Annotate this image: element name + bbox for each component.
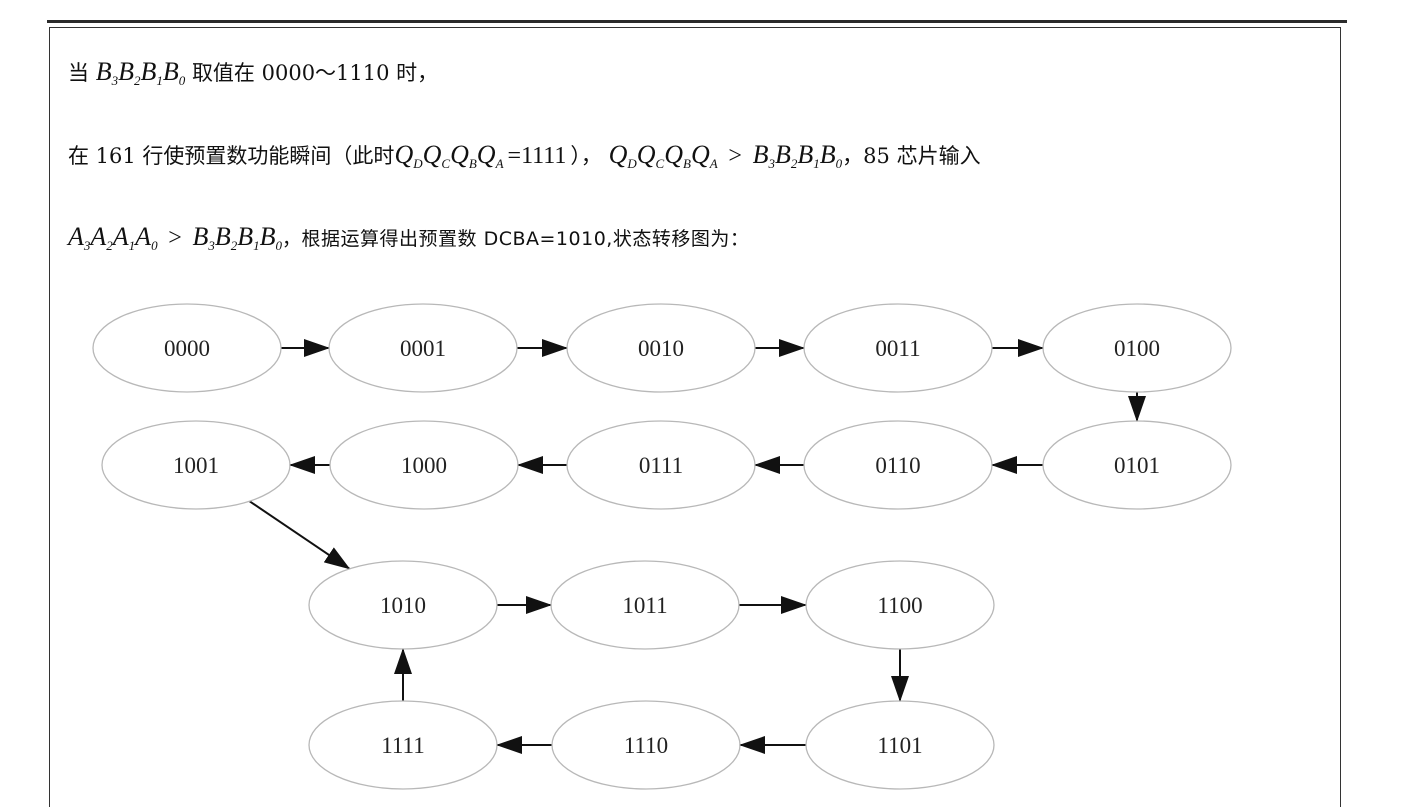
state-label: 0110 (875, 453, 920, 478)
line2-gt: > (728, 143, 742, 169)
state-ellipse (92, 303, 282, 393)
state-node-0110: 0110 (803, 420, 993, 510)
state-node-1101: 1101 (805, 700, 995, 790)
state-node-0100: 0100 (1042, 303, 1232, 393)
state-label: 0001 (400, 336, 446, 361)
state-label: 0010 (638, 336, 684, 361)
var-qc: QC (422, 140, 451, 171)
state-label: 1100 (877, 593, 922, 618)
state-ellipse (1042, 303, 1232, 393)
state-ellipse (550, 560, 740, 650)
state-ellipse (1042, 420, 1232, 510)
line2-paren-close: ）， (570, 144, 602, 168)
state-ellipse (308, 560, 498, 650)
state-node-0111: 0111 (566, 420, 756, 510)
content-frame (49, 27, 1341, 807)
text-line-3: A3A2A1A0 > B3B2B1B0，根据运算得出预置数 DCBA=1010,… (68, 222, 749, 254)
var-qc-2: QC (636, 140, 665, 171)
var-b0-2: B0 (819, 140, 843, 171)
state-ellipse (566, 303, 756, 393)
var-qa-2: QA (690, 140, 718, 171)
state-ellipse (805, 700, 995, 790)
text-line-2: 在 161 行使预置数功能瞬间（此时QDQCQBQA=1111）， QDQCQB… (68, 140, 981, 171)
state-ellipse (101, 420, 291, 510)
var-a1: A1 (112, 222, 136, 253)
transition-arrows (248, 339, 1146, 754)
line3-suffix: ，根据运算得出预置数 DCBA=1010,状态转移图为： (282, 228, 750, 250)
state-ellipse (566, 420, 756, 510)
var-b3-2: B3 (752, 140, 775, 171)
state-node-1100: 1100 (805, 560, 995, 650)
var-b0: B0 (162, 57, 186, 88)
state-node-1110: 1110 (551, 700, 741, 790)
state-node-1001: 1001 (101, 420, 291, 510)
state-ellipse (308, 700, 498, 790)
state-ellipse (551, 700, 741, 790)
state-node-0010: 0010 (566, 303, 756, 393)
state-node-0011: 0011 (803, 303, 993, 393)
var-b3-3: B3 (192, 222, 215, 253)
line3-gt: > (168, 225, 182, 251)
var-qd-2: QD (608, 140, 637, 171)
state-label: 1101 (877, 733, 922, 758)
state-node-1000: 1000 (329, 420, 519, 510)
text-line-1: 当 B3B2B1B0 取值在 0000～1110 时， (68, 57, 438, 88)
var-b2: B2 (118, 57, 141, 88)
var-qb-2: QB (664, 140, 691, 171)
var-b1-2: B1 (797, 140, 820, 171)
state-label: 0000 (164, 336, 210, 361)
state-node-1011: 1011 (550, 560, 740, 650)
state-ellipse (329, 420, 519, 510)
state-label: 0111 (639, 453, 683, 478)
var-qd: QD (394, 140, 423, 171)
line2-eq-value: =1111 (507, 143, 567, 169)
line2-prefix: 在 161 行使预置数功能瞬间（此时 (68, 144, 395, 168)
state-label: 1010 (380, 593, 426, 618)
var-b2-3: B2 (214, 222, 238, 253)
var-qa: QA (476, 140, 504, 171)
state-label: 1011 (622, 593, 667, 618)
transition-arrow-1001-to-1010 (248, 500, 351, 570)
var-a0: A0 (135, 222, 158, 253)
state-ellipse (803, 303, 993, 393)
state-label: 0100 (1114, 336, 1160, 361)
var-a3: A3 (68, 222, 91, 253)
var-b3: B3 (95, 57, 119, 88)
var-b2-2: B2 (775, 140, 798, 171)
state-nodes: 0000 0001 0010 0011 0100 0101 0110 0111 1000 1001… (92, 303, 1232, 790)
state-node-0101: 0101 (1042, 420, 1232, 510)
var-b1: B1 (140, 57, 163, 88)
state-ellipse (803, 420, 993, 510)
top-rule (47, 20, 1347, 23)
state-label: 1111 (381, 733, 424, 758)
var-a2: A2 (90, 222, 113, 253)
state-node-0000: 0000 (92, 303, 282, 393)
line1-middle: 取值在 0000～1110 时， (191, 61, 439, 85)
var-b0-3: B0 (259, 222, 283, 253)
state-node-1010: 1010 (308, 560, 498, 650)
state-ellipse (805, 560, 995, 650)
state-node-0001: 0001 (328, 303, 518, 393)
state-node-1111: 1111 (308, 700, 498, 790)
state-label: 0101 (1114, 453, 1160, 478)
line1-prefix: 当 (68, 61, 89, 85)
line2-suffix: ，85 芯片输入 (842, 144, 981, 168)
state-ellipse (328, 303, 518, 393)
state-label: 0011 (875, 336, 920, 361)
state-label: 1001 (173, 453, 219, 478)
state-label: 1000 (401, 453, 447, 478)
state-label: 1110 (624, 733, 668, 758)
var-qb: QB (450, 140, 477, 171)
var-b1-3: B1 (237, 222, 260, 253)
